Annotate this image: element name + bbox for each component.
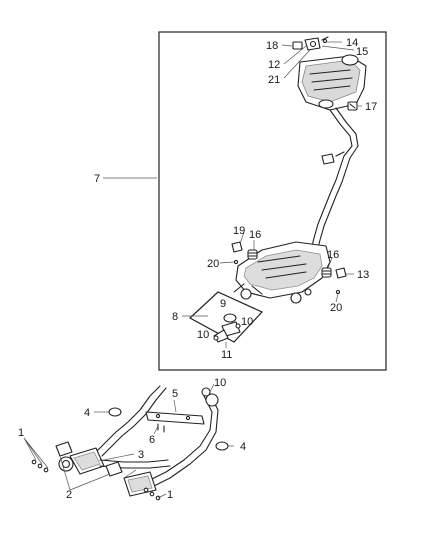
- resonator: [233, 241, 331, 304]
- callout-8: 8: [172, 311, 178, 323]
- front-pipe-left: [58, 385, 171, 475]
- callout-17: 17: [365, 101, 377, 113]
- callout-16-left: 16: [249, 229, 261, 241]
- callout-labels: 7 18 14 15 12 21 17 19 16 20 16 13 20 8 …: [18, 37, 377, 501]
- callout-2: 2: [66, 489, 72, 501]
- callout-1-right: 1: [167, 489, 173, 501]
- callout-10-right: 10: [241, 316, 253, 328]
- rear-muffler: [297, 54, 367, 111]
- callout-19: 19: [233, 225, 245, 237]
- callout-6: 6: [149, 434, 155, 446]
- callout-14: 14: [346, 37, 358, 49]
- intermediate-pipe: [311, 107, 359, 249]
- isolator-17: [347, 101, 358, 111]
- clamps-4: [108, 407, 229, 451]
- callout-15: 15: [356, 46, 368, 58]
- hanger-bracket-assembly: [292, 36, 329, 51]
- isolators-and-hangers: [231, 241, 347, 295]
- callout-16-right: 16: [327, 249, 339, 261]
- callout-10-left: 10: [197, 329, 209, 341]
- callout-4-right: 4: [240, 441, 246, 453]
- bracket-5: [145, 411, 205, 433]
- callout-12: 12: [268, 59, 280, 71]
- callout-18: 18: [266, 40, 278, 52]
- callout-20-right: 20: [330, 302, 342, 314]
- callout-10-front: 10: [214, 377, 226, 389]
- nuts-1: [31, 459, 161, 501]
- clamp-kit-detail: [188, 291, 264, 343]
- callout-21: 21: [268, 74, 280, 86]
- callout-9: 9: [220, 298, 226, 310]
- assembly-frame: [158, 31, 387, 371]
- callout-13: 13: [357, 269, 369, 281]
- callout-3: 3: [138, 449, 144, 461]
- gaskets-2: [55, 441, 123, 477]
- callout-5: 5: [172, 388, 178, 400]
- leader-lines: [23, 41, 362, 499]
- callout-4-left: 4: [84, 407, 90, 419]
- callout-7: 7: [94, 173, 100, 185]
- callout-20-left: 20: [207, 258, 219, 270]
- front-pipe-right: [123, 387, 219, 497]
- callout-11: 11: [221, 349, 232, 361]
- callout-1-left: 1: [18, 427, 24, 439]
